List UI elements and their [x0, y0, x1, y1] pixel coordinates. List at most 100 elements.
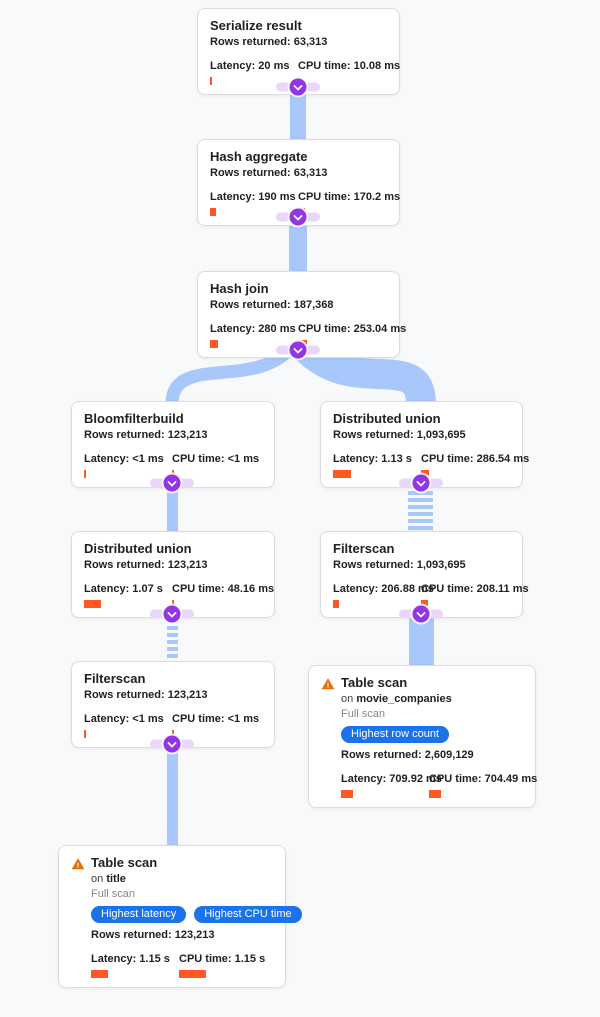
node-title: Distributed union	[333, 411, 441, 426]
node-title: Filterscan	[333, 541, 395, 556]
node-title: Hash aggregate	[210, 149, 308, 164]
node-rows-returned: Rows returned: 63,313	[210, 36, 328, 48]
node-rows-returned: Rows returned: 1,093,695	[333, 429, 466, 441]
node-rows-returned: Rows returned: 63,313	[210, 167, 328, 179]
node-cpu-label: CPU time: 253.04 ms	[298, 323, 407, 335]
plan-node-filterscan-left[interactable]: Filterscan Rows returned: 123,213 Latenc…	[71, 661, 275, 748]
node-cpu-label: CPU time: <1 ms	[172, 453, 260, 465]
chevron-down-icon	[167, 476, 177, 487]
badge: Highest CPU time	[194, 906, 302, 923]
latency-bar	[210, 208, 216, 216]
node-cpu-label: CPU time: 704.49 ms	[429, 773, 538, 785]
cpu-bar	[421, 600, 428, 608]
node-cpu-label: CPU time: 208.11 ms	[421, 583, 529, 595]
node-rows-returned: Rows returned: 2,609,129	[341, 749, 474, 761]
collapse-node-button[interactable]	[163, 474, 181, 492]
latency-bar	[84, 470, 86, 478]
plan-edge	[289, 216, 307, 273]
node-cpu-label: CPU time: 10.08 ms	[298, 60, 401, 72]
plan-node-table-scan-title[interactable]: Table scan on title Full scan Highest la…	[58, 845, 302, 988]
chevron-down-icon	[416, 476, 426, 487]
cpu-bar	[179, 970, 206, 978]
latency-bar	[333, 470, 351, 478]
collapse-node-button[interactable]	[412, 605, 430, 623]
plan-node-bloomfilterbuild[interactable]: Bloomfilterbuild Rows returned: 123,213 …	[71, 401, 275, 488]
node-cpu-label: CPU time: <1 ms	[172, 713, 260, 725]
node-title: Table scan	[91, 855, 158, 870]
plan-edge	[167, 742, 178, 847]
collapse-node-button[interactable]	[289, 341, 307, 359]
latency-bar	[84, 600, 101, 608]
node-title: Distributed union	[84, 541, 192, 556]
plan-edge	[290, 88, 306, 141]
node-latency-label: Latency: 206.88 ms	[333, 583, 434, 595]
collapse-node-button[interactable]	[289, 208, 307, 226]
chevron-down-icon	[293, 80, 303, 91]
latency-bar	[333, 600, 339, 608]
node-rows-returned: Rows returned: 123,213	[84, 559, 208, 571]
node-rows-returned: Rows returned: 123,213	[84, 429, 208, 441]
chevron-down-icon	[293, 210, 303, 221]
plan-edge-remote	[408, 484, 433, 533]
latency-bar	[210, 340, 218, 348]
node-latency-label: Latency: 280 ms	[210, 323, 296, 335]
collapse-node-button[interactable]	[163, 605, 181, 623]
node-cpu-label: CPU time: 1.15 s	[179, 953, 266, 965]
cpu-bar	[172, 600, 174, 608]
latency-bar	[210, 77, 212, 85]
chevron-down-icon	[167, 737, 177, 748]
node-title: Hash join	[210, 281, 269, 296]
node-latency-label: Latency: 1.15 s	[91, 953, 170, 965]
node-rows-returned: Rows returned: 123,213	[84, 689, 208, 701]
node-scan-type: Full scan	[341, 708, 386, 720]
plan-node-distributed-union-left[interactable]: Distributed union Rows returned: 123,213…	[71, 531, 275, 618]
chevron-down-icon	[416, 607, 426, 618]
plan-edge	[167, 484, 178, 533]
node-rows-returned: Rows returned: 123,213	[91, 929, 215, 941]
node-latency-label: Latency: 20 ms	[210, 60, 290, 72]
node-title: Table scan	[341, 675, 408, 690]
node-cpu-label: CPU time: 286.54 ms	[421, 453, 530, 465]
cpu-bar	[429, 790, 441, 798]
node-cpu-label: CPU time: 170.2 ms	[298, 191, 401, 203]
node-title: Bloomfilterbuild	[84, 411, 184, 426]
node-latency-label: Latency: 1.07 s	[84, 583, 163, 595]
warning-icon	[71, 855, 91, 876]
cpu-bar	[421, 470, 429, 478]
latency-bar	[91, 970, 108, 978]
cpu-bar	[172, 470, 174, 478]
node-latency-label: Latency: <1 ms	[84, 713, 164, 725]
badge: Highest row count	[341, 726, 450, 743]
chevron-down-icon	[293, 343, 303, 354]
node-table-line: on title	[91, 873, 126, 885]
plan-node-hash-aggregate[interactable]: Hash aggregate Rows returned: 63,313 Lat…	[197, 139, 400, 226]
node-scan-type: Full scan	[91, 888, 136, 900]
latency-bar	[84, 730, 86, 738]
node-rows-returned: Rows returned: 187,368	[210, 299, 334, 311]
plan-node-distributed-union-right[interactable]: Distributed union Rows returned: 1,093,6…	[320, 401, 529, 488]
collapse-node-button[interactable]	[412, 474, 430, 492]
plan-edge-remote	[167, 612, 178, 663]
warning-icon	[321, 675, 341, 696]
node-latency-label: Latency: 1.13 s	[333, 453, 412, 465]
chevron-down-icon	[167, 607, 177, 618]
node-latency-label: Latency: <1 ms	[84, 453, 164, 465]
node-rows-returned: Rows returned: 1,093,695	[333, 559, 466, 571]
plan-edge-curve	[291, 334, 436, 406]
node-badges: Highest row count	[341, 726, 523, 743]
node-table-line: on movie_companies	[341, 693, 452, 705]
collapse-node-button[interactable]	[289, 78, 307, 96]
plan-node-filterscan-right[interactable]: Filterscan Rows returned: 1,093,695 Late…	[320, 531, 529, 618]
node-latency-label: Latency: 709.92 ms	[341, 773, 442, 785]
node-title: Filterscan	[84, 671, 146, 686]
latency-bar	[341, 790, 353, 798]
plan-edge-curve	[165, 340, 299, 405]
cpu-bar	[172, 730, 174, 738]
node-title: Serialize result	[210, 18, 302, 33]
plan-node-table-scan-movie-companies[interactable]: Table scan on movie_companies Full scan …	[308, 665, 538, 808]
collapse-node-button[interactable]	[163, 735, 181, 753]
node-cpu-label: CPU time: 48.16 ms	[172, 583, 275, 595]
